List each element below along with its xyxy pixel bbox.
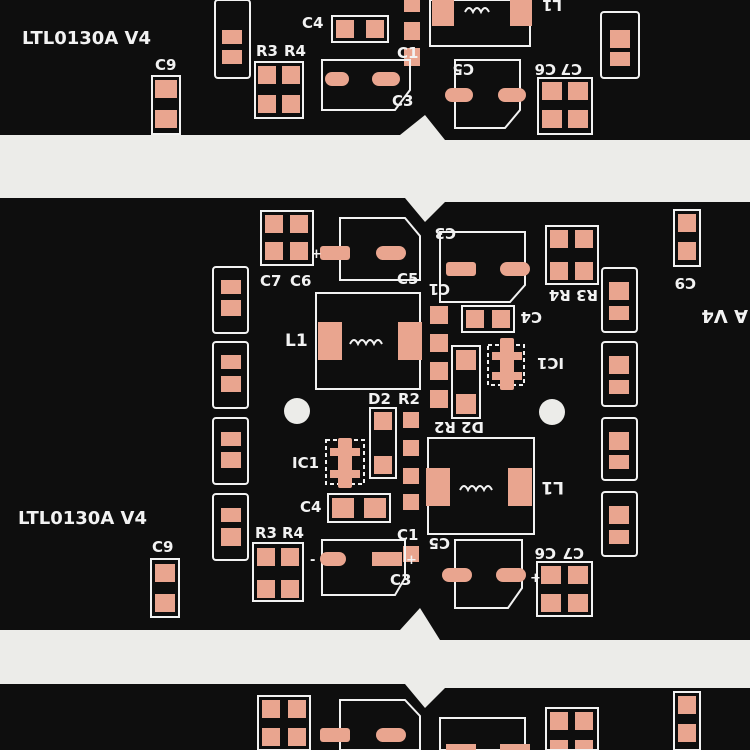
ref-c9: C9 xyxy=(152,538,173,556)
ref-c1-top: C1 xyxy=(397,44,418,62)
panel-rail-bottom xyxy=(0,640,750,684)
ref-r2: R2 xyxy=(398,390,420,408)
ref-r4-top: R4 xyxy=(284,42,306,60)
ref-l1-flipped: L1 xyxy=(541,477,564,497)
ref-c4-top: C4 xyxy=(302,14,323,32)
ref-c4-flipped: C4 xyxy=(521,308,542,326)
mounting-hole-left xyxy=(284,398,310,424)
ref-c9-flipped: C9 xyxy=(675,274,696,292)
model-label-flipped-partial: A V4 xyxy=(701,305,748,326)
panel-rail-top xyxy=(0,140,750,198)
ref-l1-flipped-top: L1 xyxy=(542,0,562,14)
ref-c3: C3 xyxy=(390,571,411,589)
ref-c5: C5 xyxy=(397,270,418,288)
model-label: LTL0130A V4 xyxy=(18,508,147,529)
ref-c9-top: C9 xyxy=(155,56,176,74)
ref-r4: R4 xyxy=(282,524,304,542)
ref-c5-flipped: C5 xyxy=(429,534,450,552)
ref-c6: C6 xyxy=(290,272,311,290)
mounting-hole-right xyxy=(539,399,565,425)
ref-c3-flipped: C3 xyxy=(435,224,456,242)
ref-ic1: IC1 xyxy=(292,454,319,472)
ref-d2: D2 xyxy=(368,390,391,408)
ref-c7: C7 xyxy=(260,272,281,290)
minus-mark-c3: - xyxy=(310,553,315,568)
ref-d2-r2-flipped: D2 R2 xyxy=(434,418,484,436)
ref-l1: L1 xyxy=(285,331,308,351)
ref-ic1-flipped: IC1 xyxy=(537,354,564,372)
ref-r3-top: R3 xyxy=(256,42,278,60)
plus-mark-c3: + xyxy=(406,553,417,568)
model-label-top: LTL0130A V4 xyxy=(22,28,151,49)
ref-c6-flipped-top: C6 xyxy=(535,60,556,78)
board-bottom xyxy=(0,684,750,750)
ref-c4: C4 xyxy=(300,498,321,516)
ref-c5-flipped-top: C5 xyxy=(453,60,474,78)
ref-c7-flipped: C7 xyxy=(563,544,584,562)
ref-r3: R3 xyxy=(255,524,277,542)
board-top: LTL0130A V4 C9 R3 R4 C4 C1 C3 L1 C5 C7 C… xyxy=(0,0,750,140)
ref-c7-flipped-top: C7 xyxy=(561,60,582,78)
board-middle: C7 C6 C5 + L1 D2 R2 IC1 C4 xyxy=(0,198,750,640)
ref-c1: C1 xyxy=(397,526,418,544)
ref-c1-flipped: C1 xyxy=(429,280,450,298)
plus-mark: + xyxy=(311,247,322,262)
ref-c3-top: C3 xyxy=(392,92,413,110)
ref-c6-flipped: C6 xyxy=(535,544,556,562)
plus-mark-flipped: + xyxy=(530,571,541,586)
ref-r3-r4-flipped: R3 R4 xyxy=(549,286,598,304)
